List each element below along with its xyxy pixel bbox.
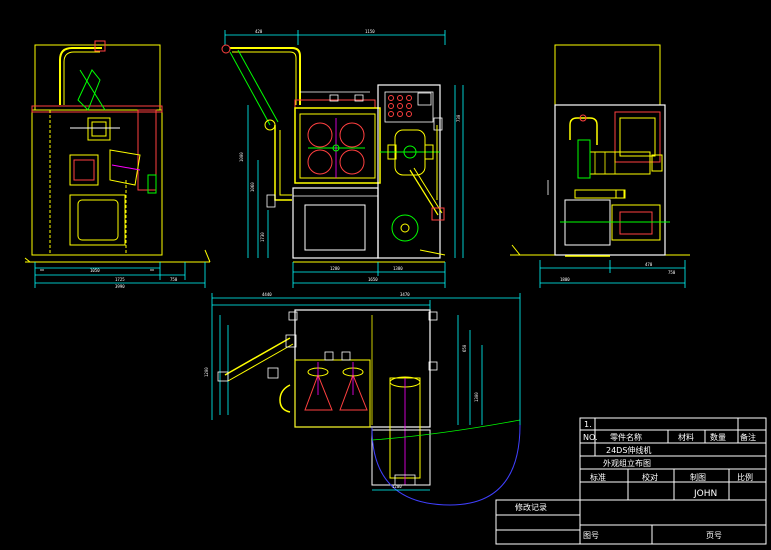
dim-label: 1150 <box>365 29 375 34</box>
dim-label: 1200 <box>392 484 402 489</box>
dim-label: 750 <box>170 277 178 282</box>
header-part-name: 零件名称 <box>610 432 642 442</box>
header-quantity: 数量 <box>710 432 726 442</box>
right-side-view: 470 750 1800 <box>510 44 690 288</box>
view-name: 外观组立布图 <box>603 458 651 468</box>
dim-label: 1060 <box>250 182 255 192</box>
dim-label: 1650 <box>368 277 378 282</box>
front-view: 420 1150 <box>221 29 464 288</box>
dim-label: 420 <box>255 29 263 34</box>
dim-label: 1800 <box>560 277 570 282</box>
left-side-view: 1050 1725 3990 750 <box>24 40 211 289</box>
dim-label: 1300 <box>474 392 479 402</box>
dim-label: 470 <box>645 262 653 267</box>
dim-label: 1000 <box>239 152 244 162</box>
dim-label: 1050 <box>90 268 100 273</box>
top-view: 4440 3470 1200 <box>204 292 521 506</box>
header-no: NO. <box>583 433 598 442</box>
dim-label: 1725 <box>115 277 125 282</box>
dim-label: 1730 <box>260 232 265 242</box>
dim-label: 1380 <box>393 266 403 271</box>
title-block <box>495 417 767 545</box>
dim-label: 1200 <box>204 367 209 377</box>
dim-label: 750 <box>668 270 676 275</box>
drawing-number-label: 图号 <box>583 531 599 540</box>
revision-note: 修改记录 <box>515 502 547 512</box>
dim-label: 3990 <box>115 284 125 289</box>
drafter-name: JOHN <box>693 489 717 499</box>
page-number-label: 页号 <box>706 531 722 540</box>
header-material: 材料 <box>678 432 694 442</box>
label-scale: 比例 <box>737 472 753 482</box>
row-number: 1. <box>584 420 592 429</box>
model-name: 24DS伸线机 <box>606 445 651 455</box>
dim-label: 4440 <box>262 292 272 297</box>
label-drawn: 制图 <box>690 472 706 482</box>
label-standard: 标准 <box>590 472 606 482</box>
label-check: 校对 <box>642 472 658 482</box>
dim-label: 1280 <box>330 266 340 271</box>
dim-label: 3470 <box>400 292 410 297</box>
dim-label: 650 <box>462 344 467 352</box>
dim-label: 730 <box>456 114 461 122</box>
header-remarks: 备注 <box>740 432 756 442</box>
